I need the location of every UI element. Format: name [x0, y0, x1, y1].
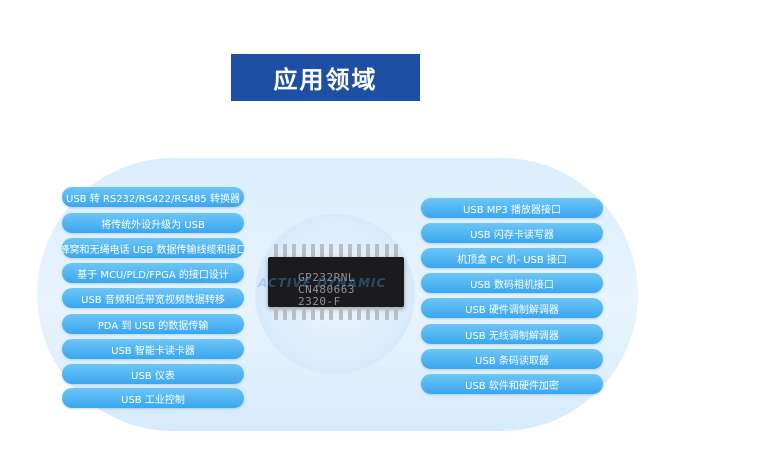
chip-pin: [393, 307, 398, 320]
chip-marking-line: 2320-F: [298, 295, 341, 308]
chip-image: GP232RNL CN480663 2320-F: [268, 244, 404, 320]
chip-pin: [301, 307, 306, 320]
chip-pin: [274, 307, 278, 320]
chip-pin: [329, 307, 334, 320]
application-item: USB 转 RS232/RS422/RS485 转换器: [62, 187, 244, 207]
watermark: ACTIVE DYNAMIC: [258, 276, 387, 290]
application-item: USB 数码相机接口: [421, 273, 603, 293]
chip-pin: [310, 244, 315, 257]
application-item: 基于 MCU/PLD/FPGA 的接口设计: [62, 263, 244, 283]
chip-pin: [310, 307, 315, 320]
application-item: 将传统外设升级为 USB: [62, 213, 244, 233]
application-item: USB 智能卡读卡器: [62, 339, 244, 359]
chip-pin: [283, 244, 288, 257]
chip-marking-line: CN480663: [298, 283, 355, 296]
chip-pin: [292, 307, 297, 320]
chip-pin: [393, 244, 398, 257]
application-item: USB 软件和硬件加密: [421, 374, 603, 394]
section-title: 应用领域: [231, 54, 420, 101]
application-item: USB 硬件调制解调器: [421, 298, 603, 318]
chip-pin: [301, 244, 306, 257]
chip-pin: [338, 244, 343, 257]
application-item: PDA 到 USB 的数据传输: [62, 314, 244, 334]
chip-pin: [320, 244, 325, 257]
chip-marking: GP232RNL CN480663 2320-F: [298, 272, 355, 308]
application-item: USB 工业控制: [62, 388, 244, 408]
chip-pin: [366, 244, 371, 257]
chip-pin: [375, 244, 380, 257]
chip-pin: [283, 307, 288, 320]
chip-pin: [274, 244, 278, 257]
application-item: USB 闪存卡读写器: [421, 223, 603, 243]
chip-pins-bottom: [274, 307, 398, 320]
application-item: USB 条码读取器: [421, 349, 603, 369]
chip-body: [268, 257, 404, 307]
chip-pins-top: [274, 244, 398, 257]
application-item: USB 音频和低带宽视频数据转移: [62, 288, 244, 308]
chip-pin: [347, 307, 352, 320]
chip-pin: [356, 244, 361, 257]
application-item: 机顶盒 PC 机- USB 接口: [421, 248, 603, 268]
application-item: USB MP3 播放器接口: [421, 198, 603, 218]
application-item: USB 仪表: [62, 364, 244, 384]
chip-pin: [338, 307, 343, 320]
chip-pin: [329, 244, 334, 257]
chip-pin: [347, 244, 352, 257]
chip-pin: [384, 307, 389, 320]
chip-pin: [366, 307, 371, 320]
application-item: USB 无线调制解调器: [421, 324, 603, 344]
chip-pin: [356, 307, 361, 320]
chip-marking-line: GP232RNL: [298, 271, 355, 284]
chip-pin: [375, 307, 380, 320]
chip-pin: [384, 244, 389, 257]
chip-pin: [320, 307, 325, 320]
chip-pin: [292, 244, 297, 257]
application-item: 蜂窝和无绳电话 USB 数据传输线缆和接口: [62, 238, 244, 258]
